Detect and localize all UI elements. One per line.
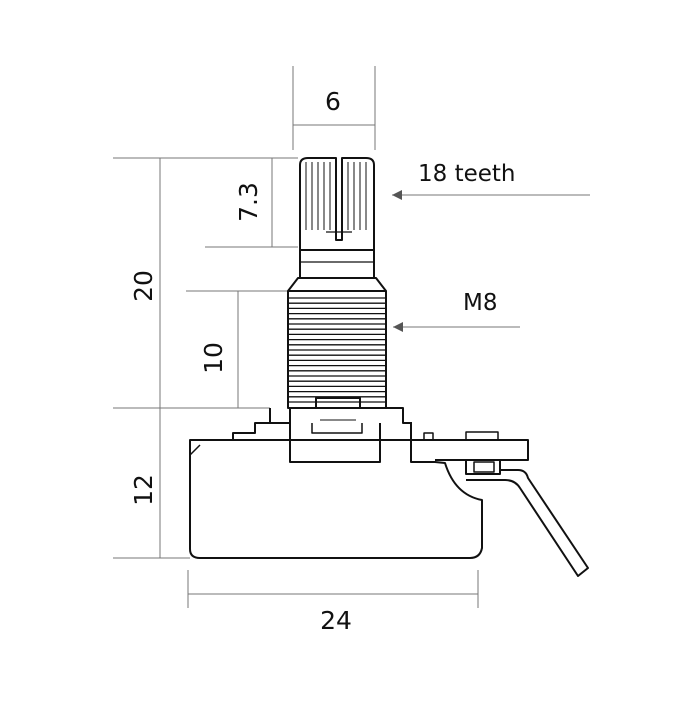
- potentiometer-outline: [189, 157, 589, 577]
- knurl-height-label: 7.3: [234, 182, 263, 222]
- terminal-lug: [465, 460, 589, 577]
- shaft-length-label: 20: [129, 270, 158, 302]
- shaft-diameter-label: 6: [325, 87, 341, 116]
- thread-lines: [288, 297, 386, 403]
- callout-arrows: [392, 190, 590, 332]
- body-height-label: 12: [129, 474, 158, 506]
- thread-length-label: 10: [199, 342, 228, 374]
- knurl-lines: [305, 162, 367, 230]
- dimension-lines: [113, 66, 479, 608]
- body-outline: [189, 439, 483, 559]
- thread-size-label: M8: [463, 290, 497, 316]
- mounting-flange: [190, 407, 529, 461]
- body-width-label: 24: [320, 606, 352, 635]
- knurl-teeth-label: 18 teeth: [418, 161, 516, 187]
- knurled-shaft: [299, 157, 375, 250]
